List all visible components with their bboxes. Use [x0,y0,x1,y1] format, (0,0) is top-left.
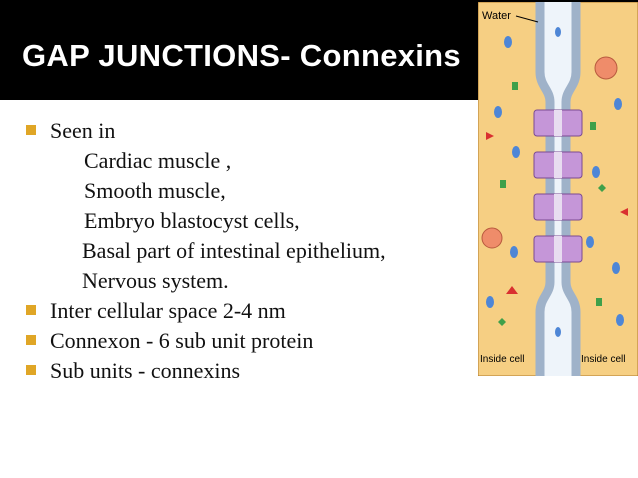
molecules [481,27,628,337]
right-membrane [561,2,581,376]
bullet-text: Connexon - 6 sub unit protein [50,328,314,353]
right-cell-label: Inside cell [581,354,625,365]
bullet-marker [26,305,36,315]
bullet-text: Seen in [50,118,116,143]
bullet-text: Sub units - connexins [50,358,241,383]
left-cell-label: Inside cell [480,354,524,365]
sub-item-text: Embryo blastocyst cells, [84,208,300,233]
connexon-channels [533,109,583,263]
bullet-text: Inter cellular space 2-4 nm [50,298,286,323]
water-label-bg [480,8,522,22]
slide-title: GAP JUNCTIONS- Connexins [22,38,461,73]
left-membrane [535,2,555,376]
sub-item-text: Nervous system. [82,268,229,293]
sub-item-text: Cardiac muscle , [84,148,232,173]
bullet-marker [26,335,36,345]
bullet-marker [26,365,36,375]
gap-junction-diagram: Water Inside cell Inside cell [478,2,638,376]
bullet-marker [26,125,36,135]
sub-item-text: Basal part of intestinal epithelium, [82,238,386,263]
water-pointer [515,15,539,23]
sub-item-text: Smooth muscle, [84,178,226,203]
water-label: Water [482,10,511,22]
